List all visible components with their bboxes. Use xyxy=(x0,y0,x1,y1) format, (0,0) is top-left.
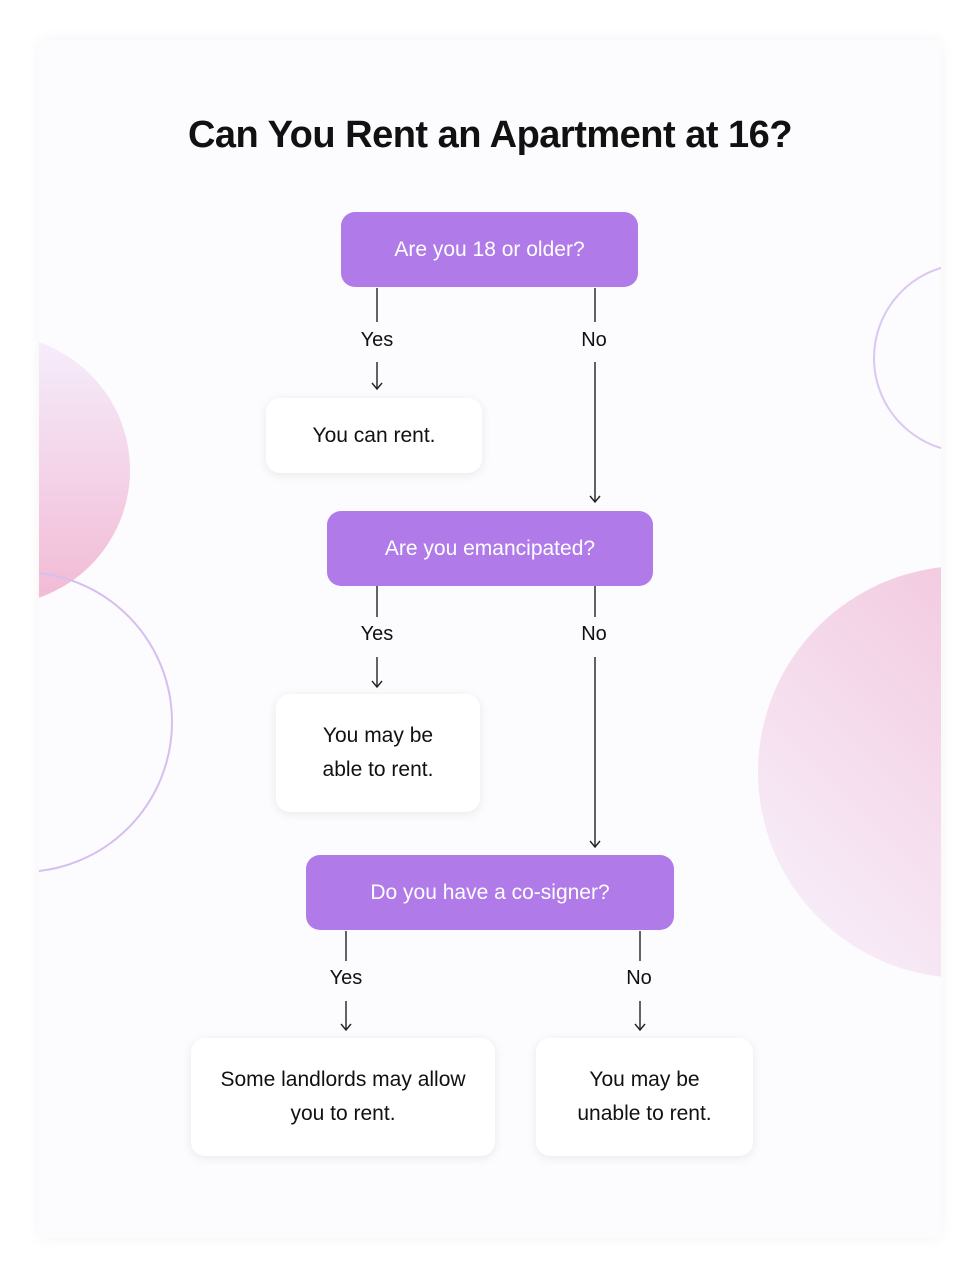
edge-label-cosigner-no: No xyxy=(626,967,652,989)
answer-some-landlords: Some landlords may allow you to rent. xyxy=(191,1038,495,1156)
answer-can-rent: You can rent. xyxy=(266,398,482,473)
edge-label-age-no: No xyxy=(581,329,607,351)
connectors xyxy=(340,288,646,1032)
edge-label-cosigner-yes: Yes xyxy=(329,967,363,989)
question-cosigner: Do you have a co-signer? xyxy=(306,855,674,930)
edge-label-emancipated-yes: Yes xyxy=(360,623,394,645)
answer-may-be-able: You may be able to rent. xyxy=(276,694,480,812)
edge-label-emancipated-no: No xyxy=(581,623,607,645)
answer-unable: You may be unable to rent. xyxy=(536,1038,753,1156)
flowchart-card: Can You Rent an Apartment at 16? Are you… xyxy=(39,40,941,1238)
page-title: Can You Rent an Apartment at 16? xyxy=(187,114,793,156)
question-emancipated: Are you emancipated? xyxy=(327,511,653,586)
question-age: Are you 18 or older? xyxy=(341,212,638,287)
edge-label-age-yes: Yes xyxy=(360,329,394,351)
